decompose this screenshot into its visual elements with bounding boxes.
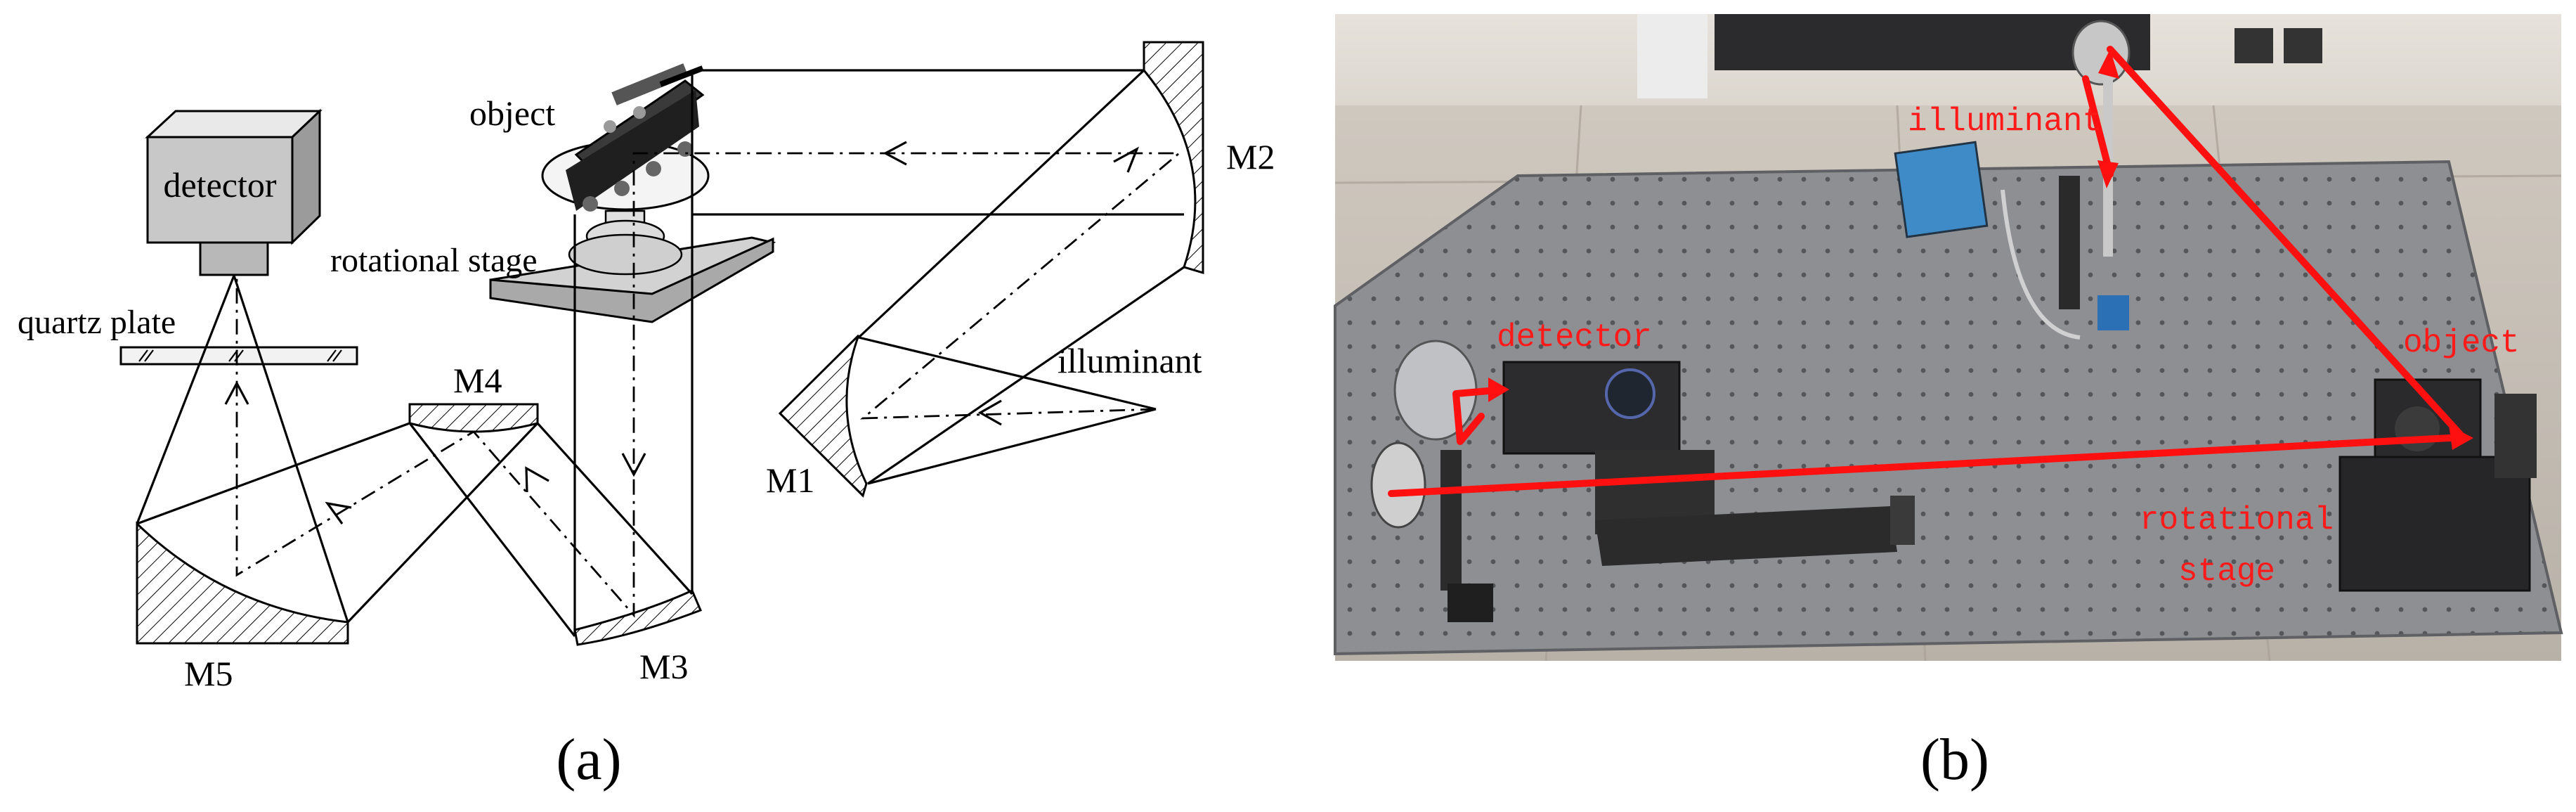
label-detector: detector (163, 165, 276, 205)
panel-b-photo: illuminant detector object rotational st… (1334, 14, 2563, 792)
mirror-m5 (136, 521, 349, 645)
ray-arrows (224, 141, 1140, 524)
mirror-m4 (408, 403, 539, 433)
label-m3: M3 (639, 647, 688, 686)
mirror-m1 (778, 334, 868, 498)
panel-a-diagram: detector quartz plate M5 M4 M3 M2 M1 (18, 41, 1275, 792)
label-m1: M1 (766, 460, 814, 500)
red-path-arrows (1488, 49, 2473, 450)
object-model (566, 63, 705, 212)
label-m5: M5 (184, 654, 233, 693)
detector-box (145, 108, 323, 276)
photo-label-rotational: rotational (2140, 502, 2334, 539)
photo-label-object: object (2403, 325, 2520, 361)
label-illuminant: illuminant (1058, 341, 1202, 380)
photo-label-stage: stage (2178, 553, 2275, 590)
panel-a-label: (a) (556, 727, 621, 792)
photo-label-illuminant: illuminant (1908, 103, 2102, 140)
label-rotational-stage: rotational stage (330, 242, 538, 279)
photo-label-detector: detector (1497, 319, 1652, 356)
panel-b-label: (b) (1920, 727, 1989, 792)
label-m2: M2 (1226, 137, 1275, 176)
label-quartz-plate: quartz plate (18, 304, 176, 341)
label-object: object (469, 94, 555, 133)
mirror-m3 (573, 588, 702, 646)
mirror-m2 (1143, 41, 1204, 275)
label-m4: M4 (453, 361, 502, 400)
optical-rays (136, 69, 1185, 637)
